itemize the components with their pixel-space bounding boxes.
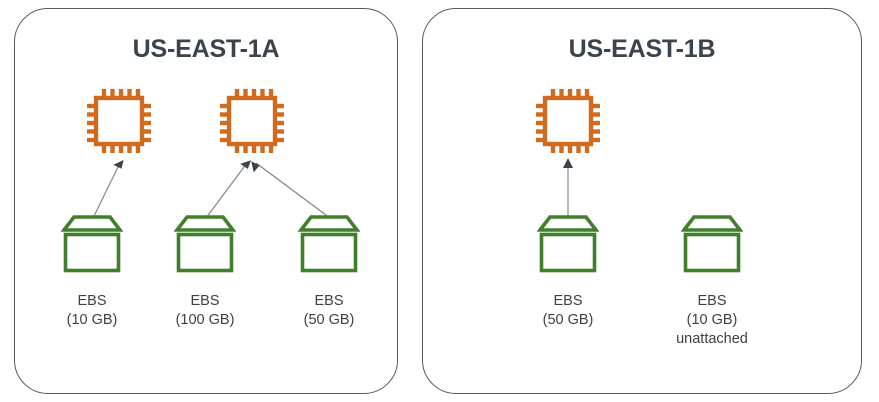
ebs-name: EBS	[77, 293, 107, 309]
ebs-size: (10 GB)	[66, 312, 118, 328]
ebs-size: (100 GB)	[175, 312, 235, 328]
ebs-volume-label: EBS (50 GB)	[493, 292, 643, 330]
ebs-name: EBS	[697, 293, 727, 309]
ec2-chip-icon[interactable]	[83, 85, 155, 157]
availability-zone-panel-us-east-1a: US-EAST-1A	[14, 8, 398, 394]
ebs-volume-label: EBS (10 GB) unattached	[637, 292, 787, 349]
ebs-volume-icon[interactable]	[61, 212, 123, 274]
ebs-volume-icon[interactable]	[537, 212, 599, 274]
availability-zone-title-a: US-EAST-1A	[132, 35, 280, 63]
ebs-volume-icon[interactable]	[174, 212, 236, 274]
ebs-name: EBS	[190, 293, 220, 309]
ebs-name: EBS	[314, 293, 344, 309]
ebs-size: (50 GB)	[542, 312, 594, 328]
ec2-chip-icon[interactable]	[532, 85, 604, 157]
ebs-name: EBS	[553, 293, 583, 309]
ebs-volume-label: EBS (10 GB)	[17, 292, 167, 330]
ebs-volume-label: EBS (50 GB)	[254, 292, 404, 330]
ebs-volume-icon[interactable]	[681, 212, 743, 274]
ebs-size: (10 GB)	[686, 312, 738, 328]
ebs-volume-label: EBS (100 GB)	[130, 292, 280, 330]
ec2-chip-icon[interactable]	[216, 85, 288, 157]
availability-zone-title-b: US-EAST-1B	[568, 35, 716, 63]
availability-zone-panel-us-east-1b: US-EAST-1B	[422, 8, 862, 394]
ebs-size: (50 GB)	[303, 312, 355, 328]
ebs-volume-icon[interactable]	[298, 212, 360, 274]
ebs-state: unattached	[676, 331, 748, 347]
